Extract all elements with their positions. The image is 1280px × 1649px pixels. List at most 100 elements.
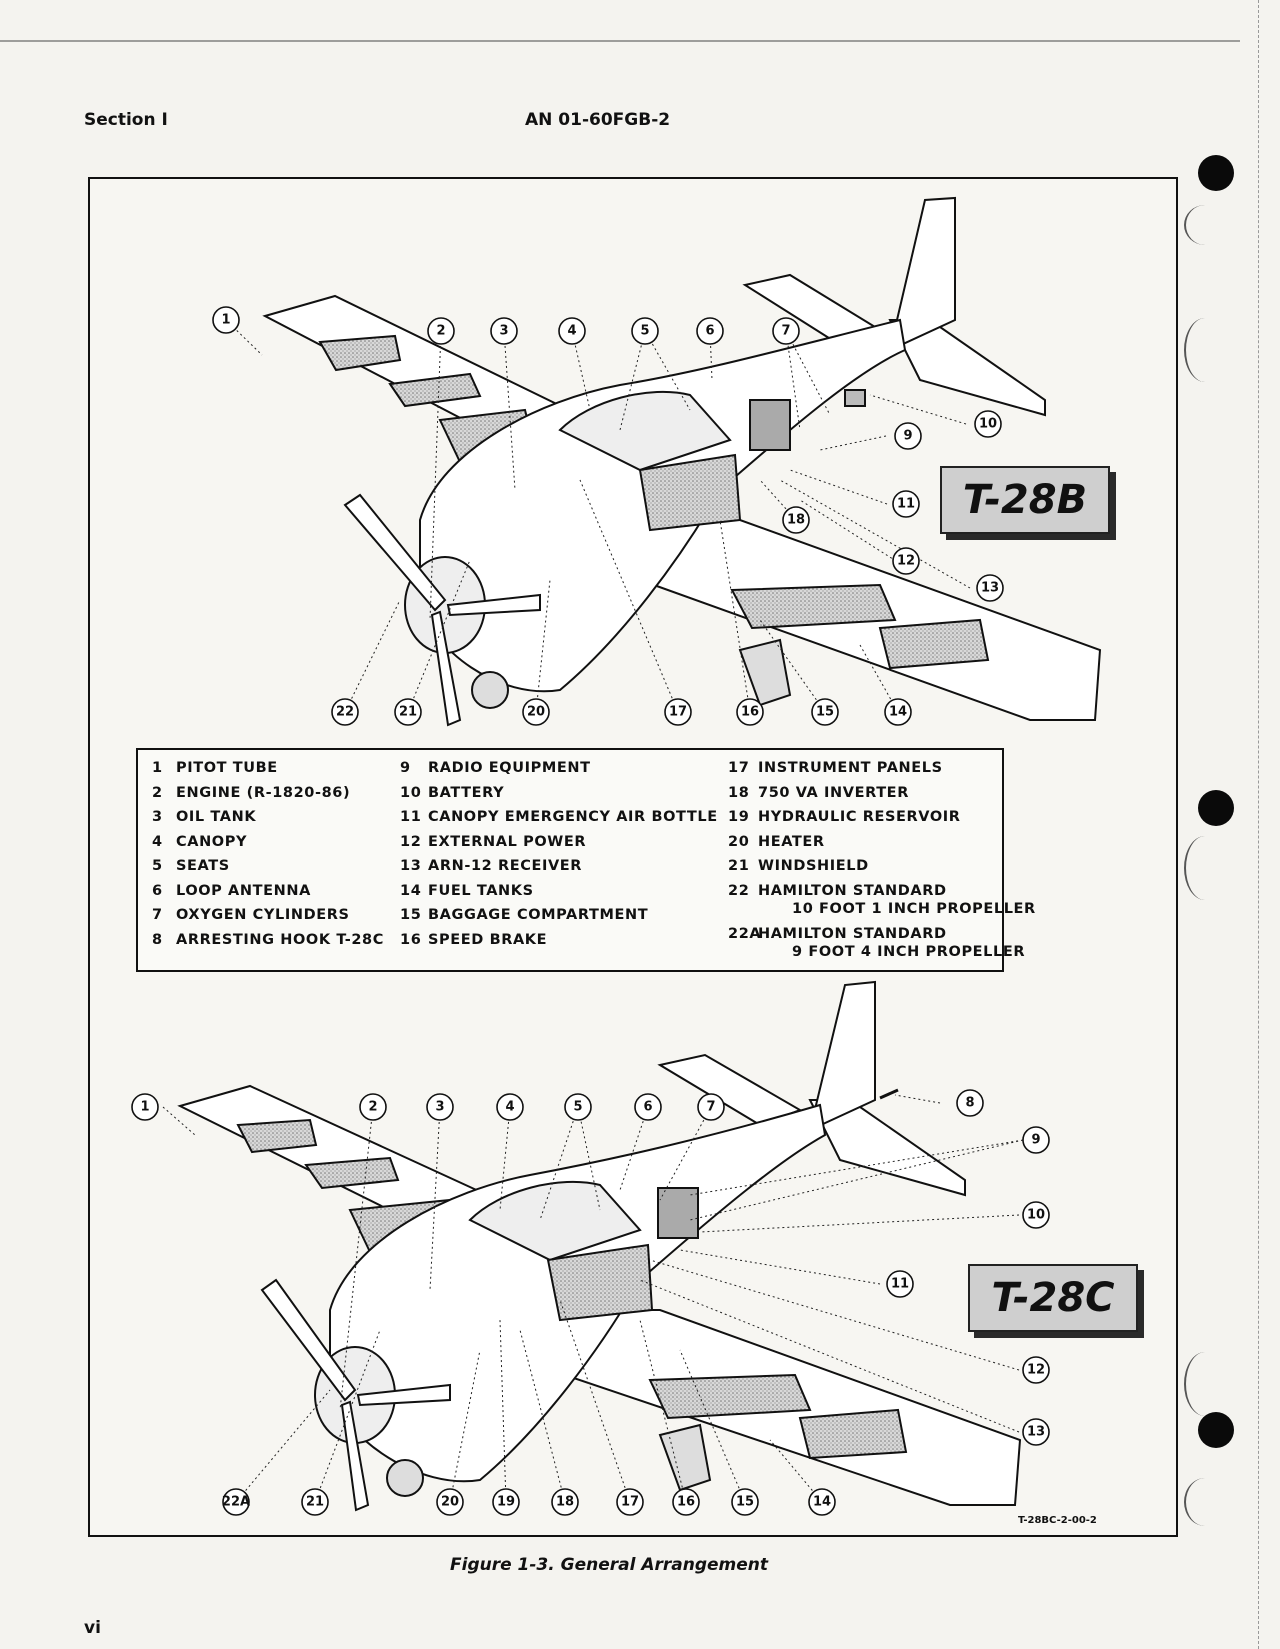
callout-circle (892, 547, 920, 575)
callout-6: 6 (634, 1093, 662, 1121)
figure-code: T-28BC-2-00-2 (1018, 1515, 1097, 1526)
legend-item-number: 12 (400, 833, 422, 850)
callout-18: 18 (551, 1488, 579, 1516)
callout-number: 22 (336, 705, 354, 720)
binder-hole-mark (1184, 318, 1226, 382)
legend-item-text: BAGGAGE COMPARTMENT (428, 907, 649, 923)
legend-item-text: FUEL TANKS (428, 882, 534, 899)
callout-20: 20 (436, 1488, 464, 1516)
binder-hole (1198, 155, 1234, 191)
legend-item-text: WINDSHIELD (758, 858, 869, 874)
legend-item-number: 4 (152, 833, 163, 850)
callout-8: 8 (956, 1089, 984, 1117)
callout-11: 11 (892, 490, 920, 518)
legend-item: 17 INSTRUMENT PANELS (728, 760, 1036, 785)
binder-hole (1198, 1412, 1234, 1448)
callout-16: 16 (672, 1488, 700, 1516)
callout-circle (974, 410, 1002, 438)
legend-item-number: 17 (728, 760, 750, 776)
callout-7: 7 (772, 317, 800, 345)
callout-1: 1 (131, 1093, 159, 1121)
callout-15: 15 (811, 698, 839, 726)
callout-circle (564, 1093, 592, 1121)
callout-circle (492, 1488, 520, 1516)
callout-number: 19 (497, 1495, 515, 1510)
legend-item-number: 13 (400, 858, 422, 874)
callout-15: 15 (731, 1488, 759, 1516)
callout-circle (672, 1488, 700, 1516)
legend-item-text: OXYGEN CYLINDERS (176, 907, 350, 923)
legend-item-text: HEATER (758, 833, 825, 850)
callout-circle (301, 1488, 329, 1516)
callout-circle (976, 574, 1004, 602)
legend-item-text: INSTRUMENT PANELS (758, 760, 943, 776)
callout-13: 13 (1022, 1418, 1050, 1446)
callout-number: 21 (306, 1495, 324, 1510)
callout-circle (1022, 1356, 1050, 1384)
legend-item-number: 6 (152, 882, 163, 899)
callout-circle (131, 1093, 159, 1121)
legend-item-text: PITOT TUBE (176, 760, 278, 776)
binder-hole-mark (1184, 1478, 1226, 1526)
callout-number: 9 (1031, 1133, 1040, 1148)
callout-21: 21 (394, 698, 422, 726)
callout-13: 13 (976, 574, 1004, 602)
callout-number: 12 (897, 554, 915, 569)
callout-number: 18 (556, 1495, 574, 1510)
legend-item-text: RADIO EQUIPMENT (428, 760, 591, 776)
callout-circle (634, 1093, 662, 1121)
legend-item-text: ARN-12 RECEIVER (428, 858, 583, 874)
callout-number: 5 (640, 324, 649, 339)
callout-number: 20 (527, 705, 545, 720)
legend-item-continuation: 9 FOOT 4 INCH PROPELLER (792, 944, 1026, 960)
callout-number: 12 (1027, 1363, 1045, 1378)
callout-circle (782, 506, 810, 534)
callout-5: 5 (564, 1093, 592, 1121)
callout-number: 13 (981, 581, 999, 596)
callout-number: 10 (1027, 1208, 1045, 1223)
legend-item-text: CANOPY EMERGENCY AIR BOTTLE (428, 809, 718, 825)
legend-item-number: 5 (152, 858, 163, 874)
callout-12: 12 (892, 547, 920, 575)
aircraft-label-t28c: T-28C (968, 1264, 1138, 1332)
callout-circle (772, 317, 800, 345)
callout-10: 10 (974, 410, 1002, 438)
callout-number: 11 (891, 1277, 909, 1292)
binder-hole-mark (1184, 205, 1226, 245)
callout-11: 11 (886, 1270, 914, 1298)
callout-circle (496, 1093, 524, 1121)
legend-item-number: 3 (152, 809, 163, 825)
callout-12: 12 (1022, 1356, 1050, 1384)
callout-circle (731, 1488, 759, 1516)
callout-number: 18 (787, 513, 805, 528)
legend-item-text: HYDRAULIC RESERVOIR (758, 809, 961, 825)
callout-circle (359, 1093, 387, 1121)
callout-circle (331, 698, 359, 726)
callout-circle (956, 1089, 984, 1117)
callout-9: 9 (894, 422, 922, 450)
callout-number: 6 (643, 1100, 652, 1115)
page-number: vi (84, 1618, 101, 1638)
callout-number: 7 (781, 324, 790, 339)
callout-circle (616, 1488, 644, 1516)
callout-5: 5 (631, 317, 659, 345)
aircraft-label-t28b: T-28B (940, 466, 1110, 534)
legend-item-text: BATTERY (428, 784, 505, 801)
callout-circle (522, 698, 550, 726)
callout-circle (558, 317, 586, 345)
